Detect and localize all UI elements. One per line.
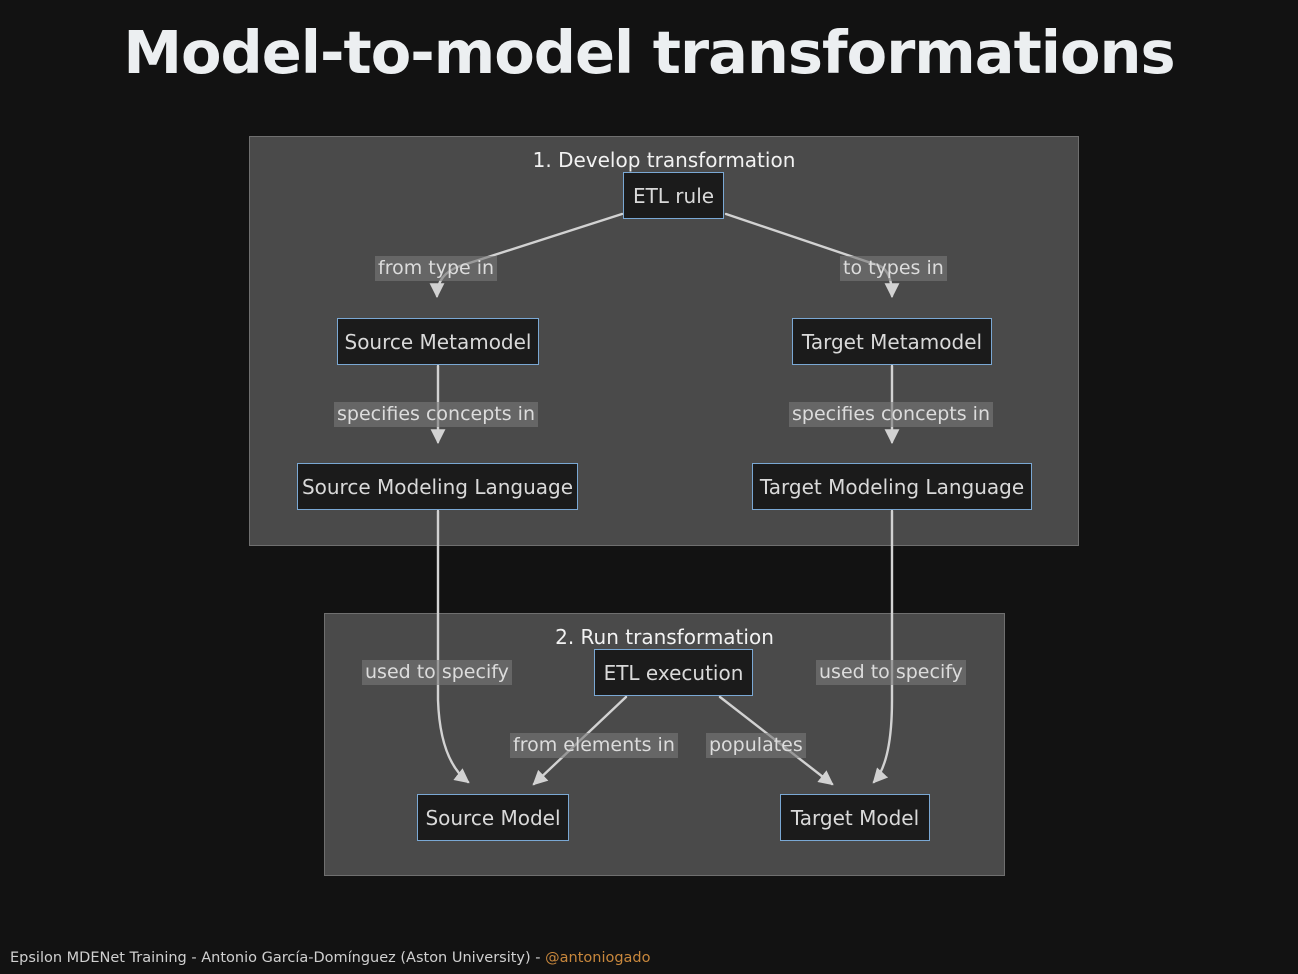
group-run-title: 2. Run transformation <box>555 625 774 649</box>
group-develop-title: 1. Develop transformation <box>532 148 796 172</box>
edge-label-used-to-specify-right: used to specify <box>816 660 966 685</box>
page-title: Model-to-model transformations <box>123 18 1175 87</box>
footer: Epsilon MDENet Training - Antonio García… <box>10 950 651 966</box>
footer-text: Epsilon MDENet Training - Antonio García… <box>10 950 546 966</box>
node-source-modeling-language[interactable]: Source Modeling Language <box>297 463 578 510</box>
edge-label-specifies-concepts-left: specifies concepts in <box>334 402 538 427</box>
edge-label-populates: populates <box>706 733 806 758</box>
footer-handle-link[interactable]: @antoniogado <box>545 950 651 966</box>
edge-label-used-to-specify-left: used to specify <box>362 660 512 685</box>
edge-label-from-type-in: from type in <box>375 256 498 281</box>
edge-label-specifies-concepts-right: specifies concepts in <box>789 402 993 427</box>
node-target-model[interactable]: Target Model <box>780 794 930 841</box>
node-target-modeling-language[interactable]: Target Modeling Language <box>752 463 1032 510</box>
node-source-model[interactable]: Source Model <box>417 794 569 841</box>
node-etl-rule[interactable]: ETL rule <box>623 172 724 219</box>
edge-label-to-types-in: to types in <box>840 256 947 281</box>
node-target-metamodel[interactable]: Target Metamodel <box>792 318 992 365</box>
node-etl-execution[interactable]: ETL execution <box>594 649 753 696</box>
node-source-metamodel[interactable]: Source Metamodel <box>337 318 539 365</box>
edge-label-from-elements-in: from elements in <box>510 733 678 758</box>
